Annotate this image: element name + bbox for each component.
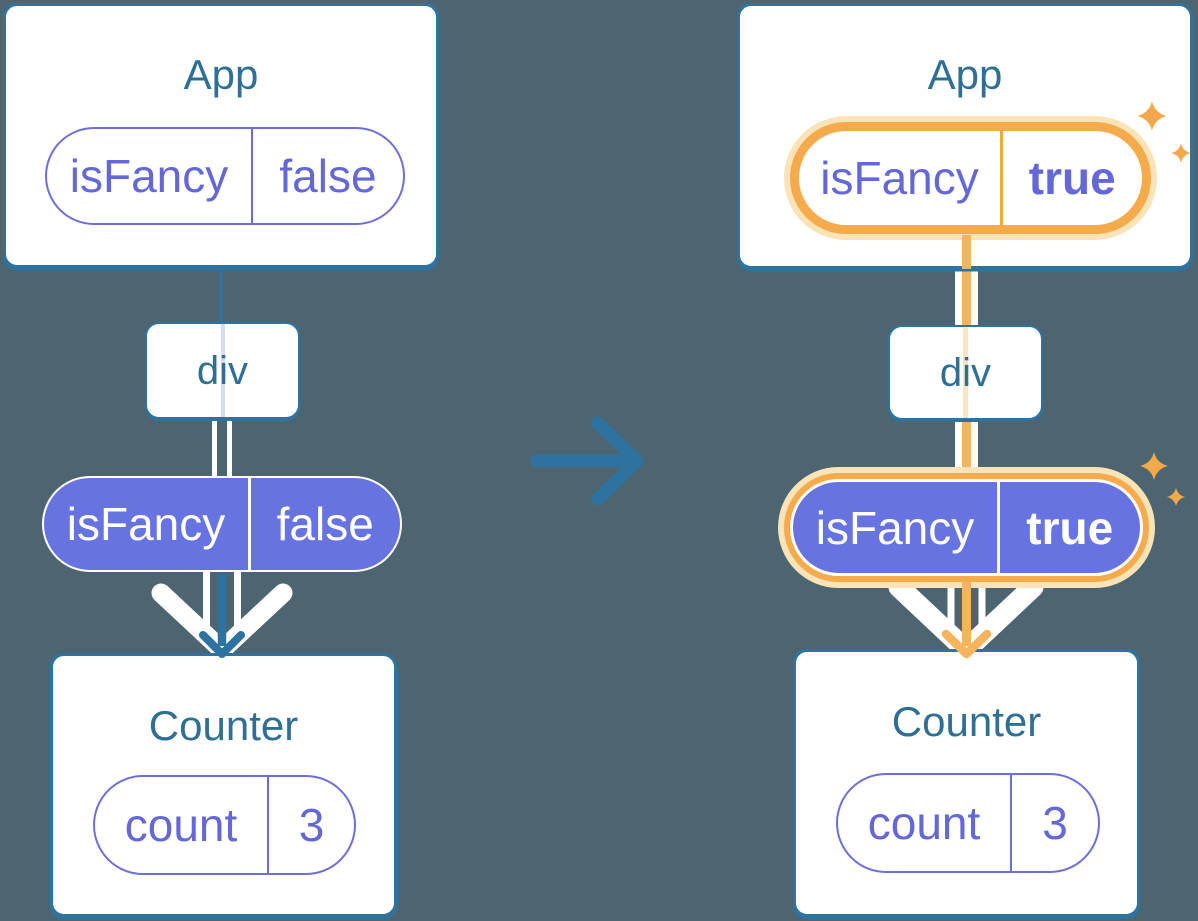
component-title: Counter [148,702,299,749]
state-value: 3 [298,799,325,851]
state-value: 3 [1042,797,1068,849]
div-card-after: div [888,325,1043,420]
pill-divider [248,478,251,570]
prop-name: isFancy [69,150,229,202]
component-title: App [183,51,259,98]
div-card-before: div [145,322,300,419]
pass-through-line [963,327,968,418]
prop-value: true [1028,152,1116,204]
state-pill: count 3 [836,773,1100,873]
passed-prop-pill: isFancy false [42,476,402,572]
pass-through-line [220,324,225,417]
prop-name: isFancy [66,498,226,550]
prop-value: true [1026,501,1114,554]
component-title: Counter [891,698,1042,745]
counter-card-before: Counter count 3 [50,653,397,917]
counter-card-after: Counter count 3 [793,649,1140,917]
passed-prop-pill-highlighted: isFancy true [790,479,1143,576]
state-name: count [124,799,238,851]
sparkles-icon [1140,452,1186,507]
prop-value: false [276,498,374,550]
component-title: div [939,350,992,395]
white-chevron-icon [151,583,293,660]
pill-divider [1000,131,1003,225]
prop-name: isFancy [820,152,979,204]
white-chevron-icon [888,576,1044,661]
state-pill: count 3 [93,775,356,875]
pill-divider [251,129,253,223]
app-card-after: App isFancy true [737,3,1193,269]
pill-divider [997,482,1000,573]
down-arrow-icon [199,631,245,658]
prop-pill-highlighted: isFancy true [790,122,1151,234]
pill-divider [1010,775,1012,871]
prop-name: isFancy [815,501,975,554]
component-title: App [927,51,1003,98]
right-arrow-icon [530,416,644,506]
prop-pill: isFancy false [45,127,405,225]
component-title: div [196,348,249,393]
pill-divider [267,777,269,873]
app-card-before: App isFancy false [3,3,439,268]
state-name: count [867,797,981,849]
prop-value: false [279,150,377,202]
